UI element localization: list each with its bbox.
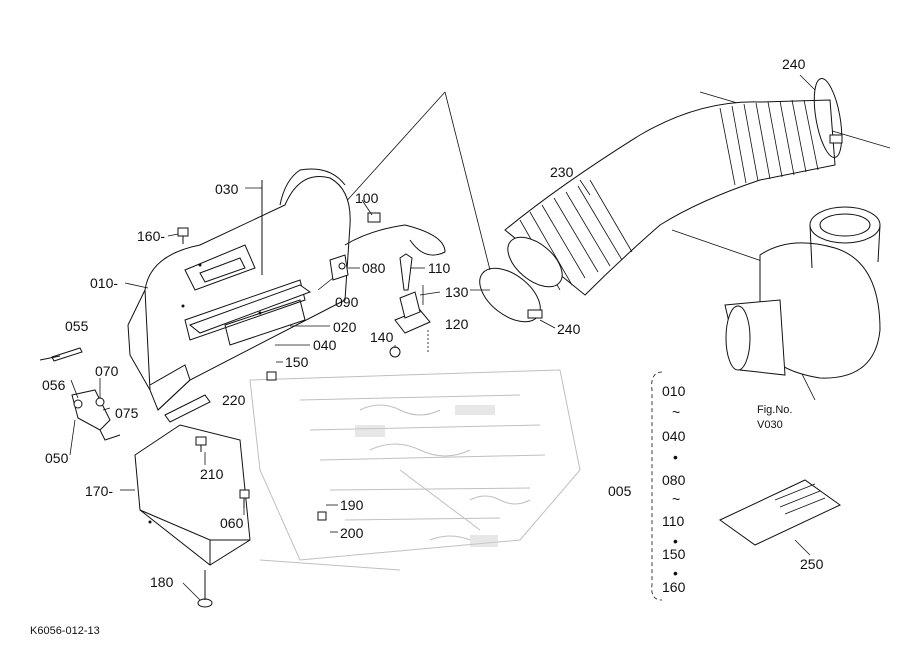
part-110-bolt (399, 253, 413, 291)
callout-230: 230 (550, 164, 574, 180)
engine-frame-background (249, 369, 581, 571)
drawing-id: K6056-012-13 (30, 625, 100, 637)
callout-005: 005 (608, 483, 632, 499)
callout-200: 200 (340, 525, 364, 541)
callout-120: 120 (445, 316, 469, 332)
callout-100: 100 (355, 190, 379, 206)
callout-070: 070 (95, 363, 119, 379)
part-055-pin (51, 347, 83, 362)
kit-item-10: 160 (662, 579, 686, 595)
callout-010: 010- (90, 275, 118, 291)
kit-bracket (651, 371, 663, 601)
part-080-bracket (329, 254, 349, 281)
kit-item-5: ~ (672, 491, 680, 507)
part-120-bracket (394, 285, 431, 352)
part-020-plate (188, 284, 312, 334)
part-050-bracket (71, 389, 121, 441)
part-190-bolt (317, 511, 327, 521)
part-230-hose (504, 99, 836, 296)
air-cleaner-housing (127, 168, 351, 411)
callout-020: 020 (333, 319, 357, 335)
kit-item-6: 110 (662, 513, 685, 529)
callout-040: 040 (313, 337, 337, 353)
kit-list: 010 ~ 040 • 080 ~ 110 • 150 • 160 (662, 383, 686, 595)
callout-labels: 030 160- 010- 055 056 070 075 050 100 08… (42, 56, 824, 590)
kit-item-8: 150 (662, 546, 686, 562)
part-250-manual (719, 479, 841, 546)
callout-060: 060 (220, 515, 244, 531)
callout-075: 075 (115, 405, 139, 421)
callout-240-upper: 240 (782, 56, 806, 72)
callout-130: 130 (445, 284, 469, 300)
part-056-pin (39, 355, 61, 361)
part-150-bolt (266, 371, 277, 381)
callout-056: 056 (42, 377, 66, 393)
callout-150: 150 (285, 354, 309, 370)
kit-item-1: ~ (672, 404, 680, 420)
fig-v030-outlet (724, 206, 881, 379)
kit-item-9: • (673, 565, 678, 581)
fig-ref-line1: Fig.No. (757, 404, 792, 416)
part-060-bolt (239, 489, 250, 508)
callout-190: 190 (340, 497, 364, 513)
callout-250: 250 (800, 556, 824, 572)
callout-080: 080 (362, 260, 386, 276)
callout-170: 170- (85, 483, 113, 499)
part-100-cable (344, 212, 446, 256)
callout-050: 050 (45, 450, 69, 466)
kit-item-3: • (673, 449, 678, 465)
part-210-bolt (195, 436, 207, 452)
callout-160: 160- (137, 228, 165, 244)
part-180-bolt (197, 570, 213, 608)
callout-090: 090 (335, 294, 359, 310)
part-170-cover (134, 424, 251, 566)
callout-240-lower: 240 (557, 321, 581, 337)
callout-110: 110 (428, 260, 451, 276)
part-220-stay (164, 394, 211, 423)
callout-180: 180 (150, 574, 174, 590)
kit-item-2: 040 (662, 428, 686, 444)
part-160-bolt (177, 227, 189, 244)
part-240-clamp-lower (479, 267, 543, 323)
part-140-nut (389, 346, 401, 358)
callout-140: 140 (370, 329, 394, 345)
callout-210: 210 (200, 466, 224, 482)
callout-055: 055 (65, 318, 89, 334)
kit-item-4: 080 (662, 472, 686, 488)
kit-item-0: 010 (662, 383, 686, 399)
fig-ref-line2: V030 (757, 419, 783, 431)
part-240-clamp-upper (813, 78, 843, 158)
callout-220: 220 (222, 392, 246, 408)
callout-030: 030 (215, 181, 239, 197)
leader-lines (69, 74, 816, 601)
kit-item-7: • (673, 533, 678, 549)
